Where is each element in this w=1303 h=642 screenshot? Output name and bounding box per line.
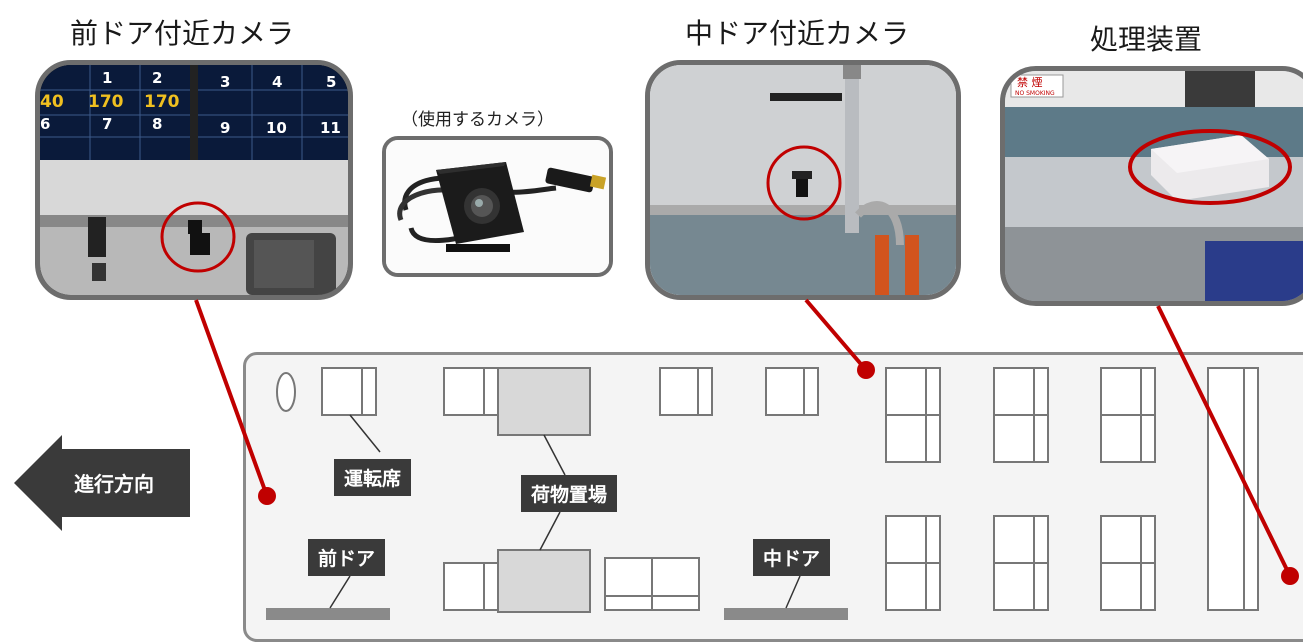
- middle-camera-scene: [650, 65, 956, 295]
- processor-title: 処理装置: [1090, 23, 1203, 56]
- direction-arrow: 進行方向: [14, 435, 190, 531]
- score-9: 9: [220, 119, 230, 137]
- score-170a: 170: [88, 92, 124, 112]
- direction-label: 進行方向: [74, 472, 154, 496]
- score-6: 6: [40, 115, 50, 133]
- score-2: 2: [152, 69, 162, 87]
- front-camera-scene: 1 2 3 4 5 6 7 8 9 10 11 40 170 170: [40, 65, 348, 295]
- middle-camera-title: 中ドア付近カメラ: [685, 17, 910, 50]
- used-camera-photo: [382, 136, 613, 277]
- score-7: 7: [102, 115, 112, 133]
- driver-seat-label: 運転席: [334, 459, 412, 496]
- processor-photo: 禁 煙 NO SMOKING: [1000, 66, 1303, 306]
- score-40: 40: [40, 92, 64, 112]
- front-camera-photo: 1 2 3 4 5 6 7 8 9 10 11 40 170 170: [35, 60, 353, 300]
- processor-scene: 禁 煙 NO SMOKING: [1005, 71, 1303, 301]
- score-10: 10: [266, 119, 287, 137]
- middle-camera-photo: [645, 60, 961, 300]
- used-camera-caption: （使用するカメラ）: [401, 110, 554, 130]
- score-5: 5: [326, 73, 336, 91]
- middle-door-label: 中ドア: [753, 539, 831, 576]
- no-smoking-sign-en: NO SMOKING: [1015, 90, 1055, 97]
- score-3: 3: [220, 73, 230, 91]
- score-170b: 170: [144, 92, 180, 112]
- front-door-label: 前ドア: [308, 539, 386, 576]
- score-8: 8: [152, 115, 162, 133]
- bus-floor-plan: [243, 352, 1303, 642]
- score-4: 4: [272, 73, 282, 91]
- usb-camera-image: [386, 140, 609, 273]
- no-smoking-sign: 禁 煙: [1017, 76, 1043, 89]
- score-1: 1: [102, 69, 112, 87]
- front-camera-title: 前ドア付近カメラ: [70, 17, 295, 50]
- score-11: 11: [320, 119, 341, 137]
- left-arrow-icon: [14, 435, 190, 531]
- luggage-area-label: 荷物置場: [521, 475, 618, 512]
